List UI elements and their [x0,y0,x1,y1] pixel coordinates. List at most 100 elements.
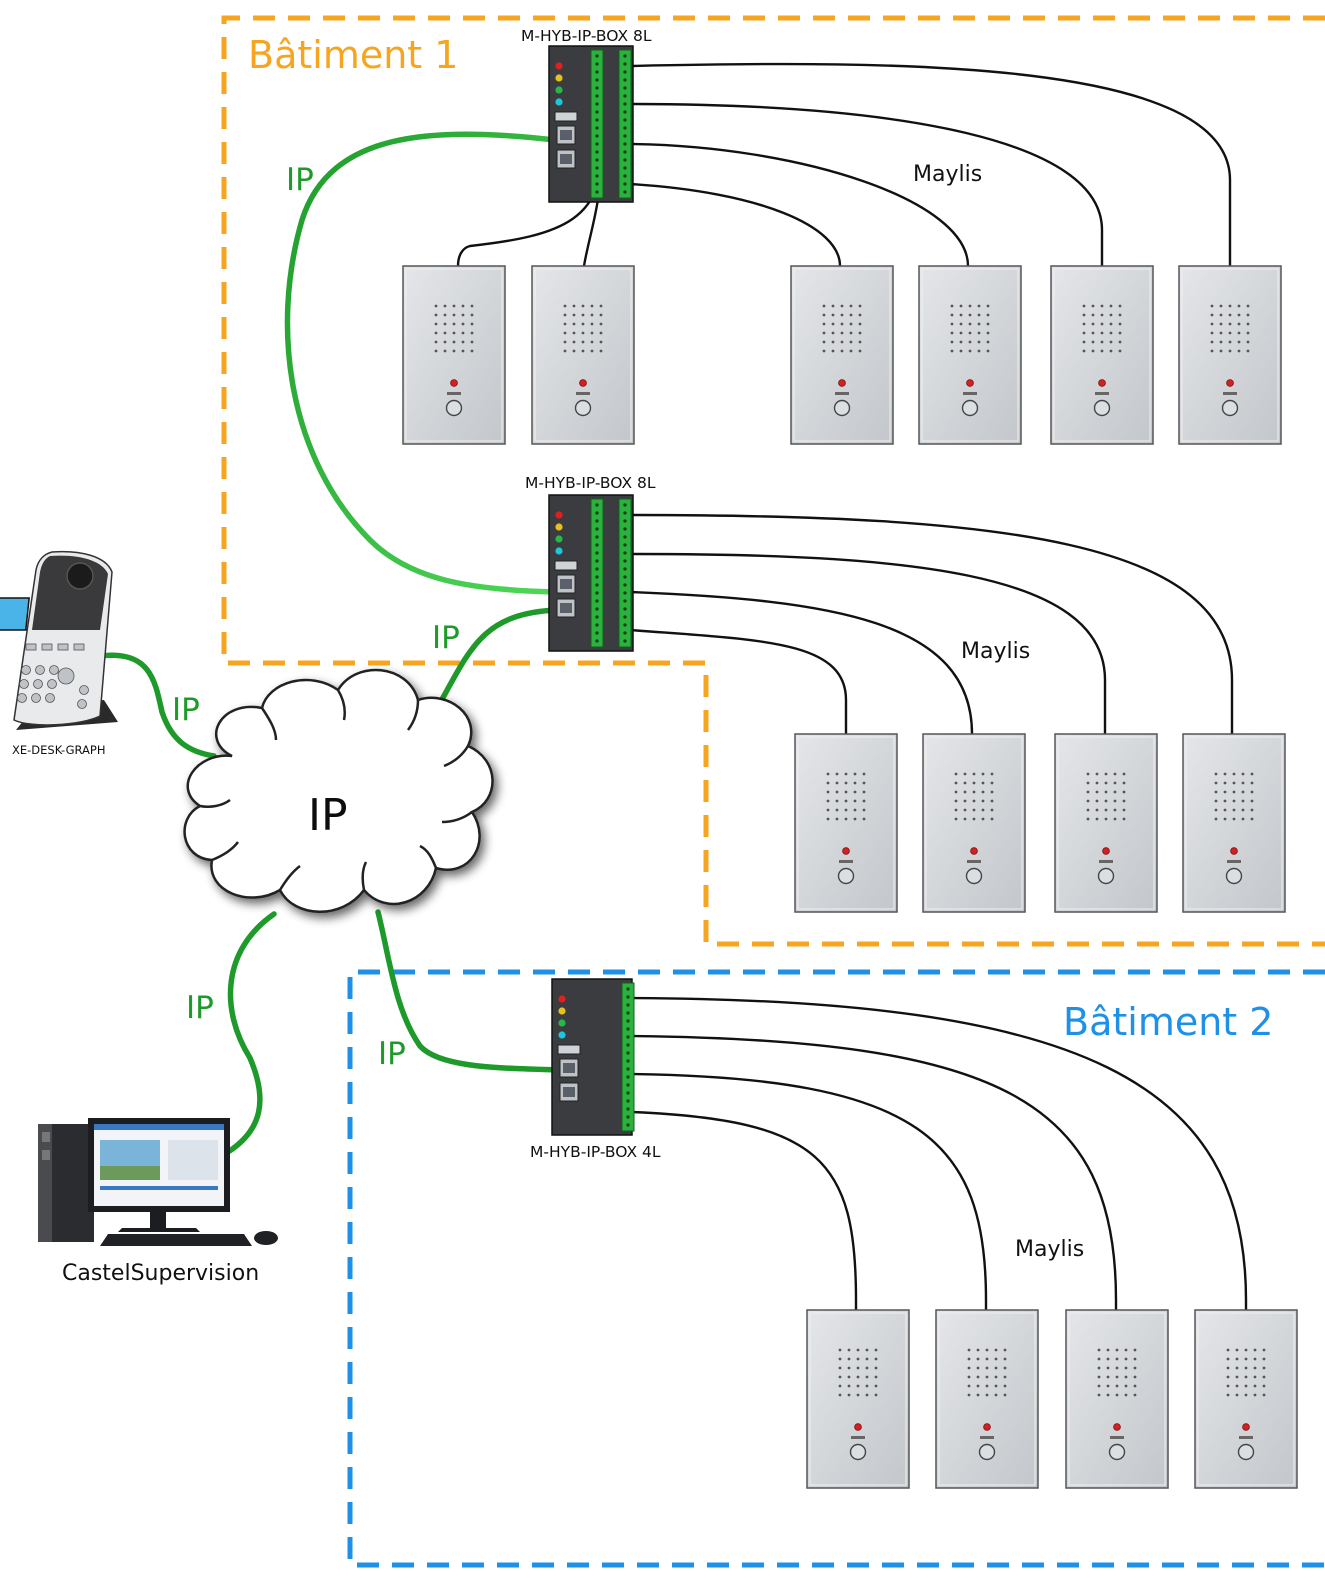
call-led-icon [1242,1423,1250,1431]
intercom-panels [402,265,1298,1489]
terminal-strip [618,498,632,648]
call-led-icon [966,379,974,387]
call-led-icon [1113,1423,1121,1431]
status-led-icon [558,1007,566,1015]
call-button-icon [1225,867,1243,885]
speaker-grille-icon [1214,772,1254,821]
ip-cloud-label: IP [308,790,348,841]
box-1-cables [456,62,1232,267]
screen-icon [0,597,30,631]
mouse-icon [254,1231,278,1245]
status-led-icon [558,995,566,1003]
speaker-grille-icon [434,304,474,353]
intercom-panel-5 [1050,265,1154,445]
call-button-icon [833,399,851,417]
intercom-panel-11 [806,1309,910,1489]
box-3-label: M-HYB-IP-BOX 4L [530,1143,661,1161]
building-2-label: Bâtiment 2 [1063,1000,1273,1044]
call-button-icon [965,867,983,885]
speaker-grille-icon [563,304,603,353]
ip-link-box1-box2 [284,131,559,595]
intercom-panel-14 [1194,1309,1298,1489]
ip-cloud: IP [183,668,494,913]
terminal-strip [621,982,635,1132]
line-label-2: Maylis [961,639,1030,664]
intercom-panel-1 [402,265,506,445]
call-button-icon [445,399,463,417]
ip-link-cloud-pc [225,911,277,1155]
status-led-icon [555,523,563,531]
call-led-icon [1230,847,1238,855]
box-3-cables [631,996,1248,1310]
status-led-icon [555,98,563,106]
speaker-grille-icon [967,1348,1007,1397]
call-led-icon [838,379,846,387]
call-led-icon [983,1423,991,1431]
interface-boxes [548,45,635,1136]
intercom-panel-4 [918,265,1022,445]
speaker-grille-icon [838,1348,878,1397]
call-led-icon [450,379,458,387]
ip-label-2: IP [432,620,460,656]
status-led-icon [558,1031,566,1039]
speaker-grille-icon [1226,1348,1266,1397]
speaker-grille-icon [954,772,994,821]
call-led-icon [1098,379,1106,387]
pc-label: CastelSupervision [62,1261,259,1286]
intercom-panel-2 [531,265,635,445]
speaker-grille-icon [950,304,990,353]
call-led-icon [970,847,978,855]
terminal-strip [590,49,604,199]
intercom-panel-12 [935,1309,1039,1489]
building-1-label: Bâtiment 1 [248,33,458,77]
ip-links [97,131,561,1155]
speaker-grille-icon [1082,304,1122,353]
call-button-icon [1093,399,1111,417]
ip-link-cloud-box3 [375,909,561,1073]
speaker-grille-icon [1210,304,1250,353]
call-button-icon [1221,399,1239,417]
status-led-icon [555,535,563,543]
ip-label-5: IP [378,1036,406,1072]
ip-label-1: IP [286,162,314,198]
box-2-cables [629,513,1234,735]
speaker-grille-icon [1097,1348,1137,1397]
terminal-strip [618,49,632,199]
call-button-icon [849,1443,867,1461]
speaker-grille-icon [822,304,862,353]
box-2-label: M-HYB-IP-BOX 8L [525,474,656,492]
interface-box-3 [551,978,635,1136]
status-led-icon [555,74,563,82]
speaker-grille-icon [826,772,866,821]
call-led-icon [1102,847,1110,855]
call-led-icon [854,1423,862,1431]
intercom-panel-7 [794,733,898,913]
intercom-panel-8 [922,733,1026,913]
call-button-icon [837,867,855,885]
ip-label-4: IP [186,990,214,1026]
supervision-pc: CastelSupervision [38,1118,278,1286]
building-1-zone [221,15,1325,947]
intercom-panel-3 [790,265,894,445]
interface-box-1 [548,45,634,203]
status-led-icon [558,1019,566,1027]
keyboard-icon [100,1234,252,1246]
line-label-1: Maylis [913,162,982,187]
ip-label-3: IP [172,692,200,728]
call-button-icon [1237,1443,1255,1461]
speaker-icon [66,562,94,590]
intercom-panel-6 [1178,265,1282,445]
call-led-icon [842,847,850,855]
intercom-panel-10 [1182,733,1286,913]
desk-phone-device: XE-DESK-GRAPH [0,550,118,757]
desk-phone-label: XE-DESK-GRAPH [12,743,106,757]
monitor [88,1118,230,1232]
speaker-grille-icon [1086,772,1126,821]
ip-link-desk-cloud [97,652,217,759]
intercom-panel-9 [1054,733,1158,913]
call-button-icon [1097,867,1115,885]
status-led-icon [555,511,563,519]
call-led-icon [579,379,587,387]
call-button-icon [1108,1443,1126,1461]
